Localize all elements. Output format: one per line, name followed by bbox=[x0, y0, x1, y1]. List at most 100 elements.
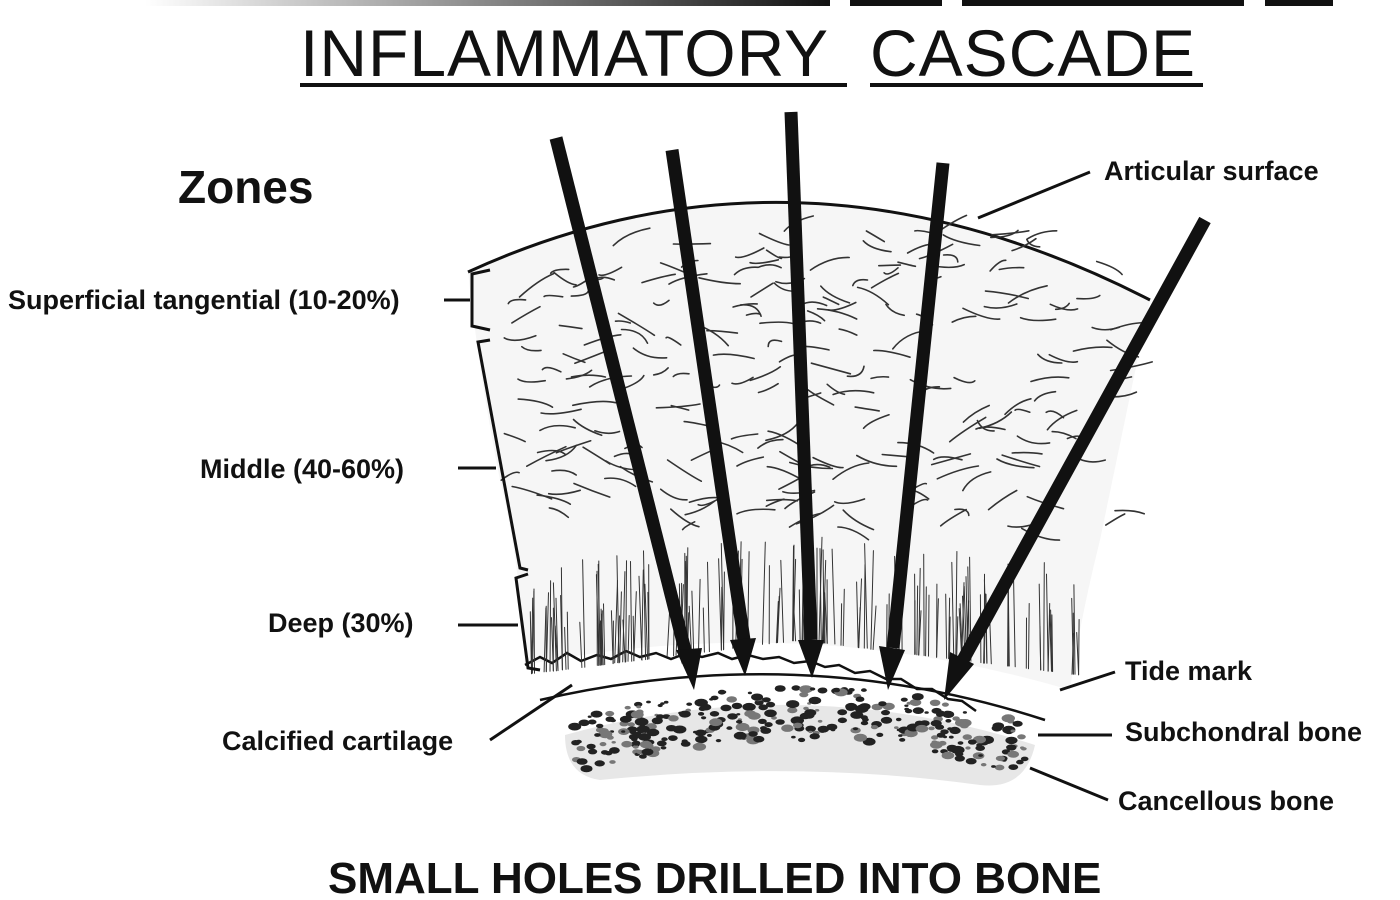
drill-arrow bbox=[944, 216, 1211, 700]
deep-fiber-stroke bbox=[1049, 614, 1052, 672]
fiber-stroke bbox=[1076, 294, 1101, 300]
bone-speckle bbox=[673, 725, 687, 734]
bone-speckle bbox=[736, 719, 743, 724]
bone-speckle bbox=[954, 755, 965, 762]
deep-fiber-stroke bbox=[918, 567, 921, 656]
deep-fiber-stroke bbox=[856, 581, 859, 648]
bone-speckle bbox=[747, 712, 761, 720]
bone-speckle bbox=[634, 717, 649, 727]
fiber-stroke bbox=[1033, 390, 1057, 402]
bone-speckle bbox=[931, 740, 938, 744]
fiber-stroke bbox=[733, 266, 759, 276]
deep-fiber-stroke bbox=[842, 588, 845, 646]
bone-speckle bbox=[951, 745, 965, 755]
middle-bracket bbox=[476, 338, 529, 572]
left-labels: Superficial tangential (10-20%) Middle (… bbox=[8, 285, 573, 756]
deep-fiber-stroke bbox=[776, 595, 780, 644]
fiber-stroke bbox=[991, 230, 1030, 236]
drill-arrow bbox=[665, 149, 756, 676]
fiber-stroke bbox=[698, 277, 741, 285]
bone-speckle bbox=[978, 754, 983, 757]
fiber-stroke bbox=[865, 230, 886, 243]
bone-speckle bbox=[715, 739, 722, 743]
bone-speckle bbox=[860, 720, 869, 726]
bone-speckle bbox=[819, 729, 826, 733]
zones-heading: Zones bbox=[178, 161, 313, 213]
bone-speckle bbox=[957, 741, 964, 745]
bone-speckle bbox=[855, 696, 865, 702]
page-title: INFLAMMATORY CASCADE bbox=[300, 16, 1203, 90]
bone-speckle bbox=[751, 693, 764, 701]
deep-bracket bbox=[514, 572, 541, 672]
bone-speckle bbox=[947, 727, 953, 731]
deep-fiber-stroke bbox=[691, 590, 695, 654]
fiber-stroke bbox=[553, 271, 577, 286]
fiber-stroke bbox=[795, 504, 835, 525]
bone-speckle bbox=[727, 713, 738, 720]
fiber-stroke bbox=[962, 404, 990, 423]
deep-fiber-stroke bbox=[619, 591, 622, 663]
bone-speckle bbox=[764, 722, 773, 728]
bone-speckle bbox=[627, 722, 635, 727]
bone-speckle bbox=[1008, 764, 1019, 770]
fiber-stroke bbox=[990, 229, 1019, 239]
fiber-stroke bbox=[873, 349, 911, 358]
fiber-stroke bbox=[1014, 408, 1031, 413]
bone-speckle bbox=[967, 739, 977, 745]
bone-speckle bbox=[636, 725, 650, 734]
drill-arrow bbox=[879, 162, 950, 690]
bone-speckle bbox=[580, 765, 593, 773]
bone-speckle bbox=[948, 735, 954, 739]
right-labels: Articular surface Tide mark Subchondral … bbox=[977, 156, 1362, 816]
bone-speckle bbox=[862, 717, 869, 722]
bone-speckle bbox=[911, 693, 924, 701]
deep-fiber-stroke bbox=[545, 592, 549, 672]
fiber-stroke bbox=[539, 424, 576, 432]
deep-fiber-stroke bbox=[872, 605, 877, 650]
fiber-stroke bbox=[588, 375, 633, 388]
fiber-stroke bbox=[572, 400, 617, 407]
fiber-stroke bbox=[540, 408, 582, 415]
fiber-stroke bbox=[612, 227, 651, 247]
deep-fiber-stroke bbox=[1051, 614, 1054, 672]
fiber-stroke bbox=[930, 453, 972, 466]
bone-speckle bbox=[576, 758, 588, 765]
deep-fiber-stroke bbox=[579, 621, 583, 668]
bone-speckle bbox=[931, 735, 939, 740]
fiber-stroke bbox=[641, 273, 676, 284]
deep-fiber-stroke bbox=[823, 593, 826, 644]
deep-fiber-stroke bbox=[792, 545, 794, 642]
fiber-stroke bbox=[655, 403, 701, 409]
bone-speckle bbox=[762, 697, 771, 703]
fiber-stroke bbox=[809, 256, 850, 271]
bone-speckle bbox=[837, 717, 848, 724]
deep-fiber-stroke bbox=[956, 616, 959, 661]
bone-speckle bbox=[975, 745, 985, 751]
bone-speckle bbox=[646, 700, 651, 704]
bone-speckle bbox=[775, 719, 785, 725]
bone-speckle bbox=[709, 718, 723, 727]
fiber-stroke bbox=[1045, 410, 1065, 419]
bone-speckle bbox=[850, 711, 864, 719]
bone-speckle bbox=[798, 737, 806, 743]
bone-speckle bbox=[661, 737, 668, 742]
fiber-stroke bbox=[878, 264, 902, 267]
fiber-stroke bbox=[614, 320, 632, 324]
fiber-stroke bbox=[652, 367, 669, 376]
bone-speckle bbox=[604, 751, 613, 756]
fiber-stroke bbox=[983, 303, 1018, 309]
deep-fiber-stroke bbox=[666, 608, 671, 657]
deep-fiber-stroke bbox=[928, 594, 930, 657]
bone-speckle bbox=[726, 726, 733, 730]
fiber-stroke bbox=[548, 507, 570, 519]
deep-fiber-stroke bbox=[831, 548, 836, 645]
bone-speckle bbox=[1007, 750, 1019, 758]
fiber-stroke bbox=[511, 485, 553, 500]
fiber-stroke bbox=[962, 307, 1001, 320]
bone-speckle bbox=[753, 735, 765, 743]
fiber-stroke bbox=[518, 272, 555, 298]
fiber-stroke bbox=[765, 249, 783, 260]
fiber-stroke bbox=[521, 345, 542, 352]
bone-speckle bbox=[576, 745, 586, 752]
fiber-stroke bbox=[555, 440, 592, 454]
